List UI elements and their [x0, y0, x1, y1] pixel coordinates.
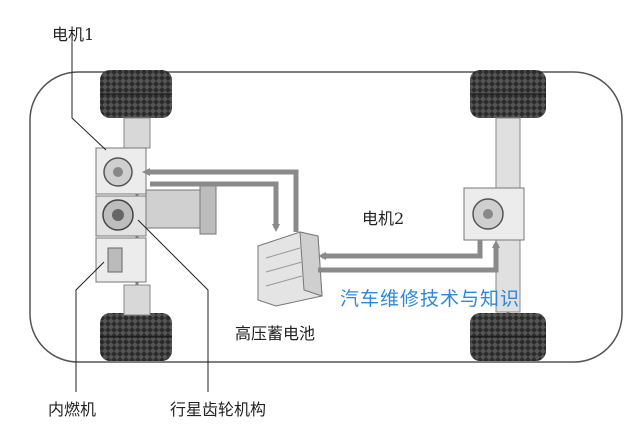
- tire-front-left: [100, 70, 172, 118]
- arrow-motor2-to-battery: [318, 240, 483, 260]
- battery-unit: [257, 231, 323, 307]
- vehicle-body-outline: [29, 71, 623, 363]
- engine-unit: [95, 237, 147, 283]
- tire-rear-left: [470, 70, 546, 118]
- arrow-gear-to-battery: [150, 181, 280, 232]
- tire-front-right: [100, 313, 172, 361]
- watermark-text: 汽车维修技术与知识: [340, 288, 521, 310]
- planetary-gear-unit: [95, 195, 147, 237]
- label-planetary-gear: 行星齿轮机构: [170, 400, 267, 419]
- front-driveshaft-upper: [123, 117, 151, 149]
- energy-flow-arrows: [142, 168, 500, 273]
- rear-driveshaft-lower: [495, 239, 521, 313]
- motor-1-unit: [95, 147, 147, 195]
- label-motor-2: 电机2: [362, 209, 405, 228]
- transmission-housing: [145, 181, 217, 235]
- tire-rear-right: [470, 313, 546, 361]
- rear-driveshaft-upper: [495, 117, 521, 189]
- leader-motor1: [71, 42, 107, 151]
- label-battery: 高压蓄电池: [235, 324, 316, 343]
- leader-engine: [75, 261, 105, 392]
- motor-2-unit: [463, 187, 525, 241]
- label-engine: 内燃机: [48, 400, 97, 419]
- leader-lines: [71, 42, 209, 392]
- arrow-battery-to-motor2: [318, 240, 500, 273]
- leader-planetary-gear: [137, 219, 209, 392]
- arrow-battery-to-motor1: [142, 168, 299, 232]
- front-driveshaft-lower: [123, 284, 151, 316]
- label-motor-1: 电机1: [52, 25, 95, 44]
